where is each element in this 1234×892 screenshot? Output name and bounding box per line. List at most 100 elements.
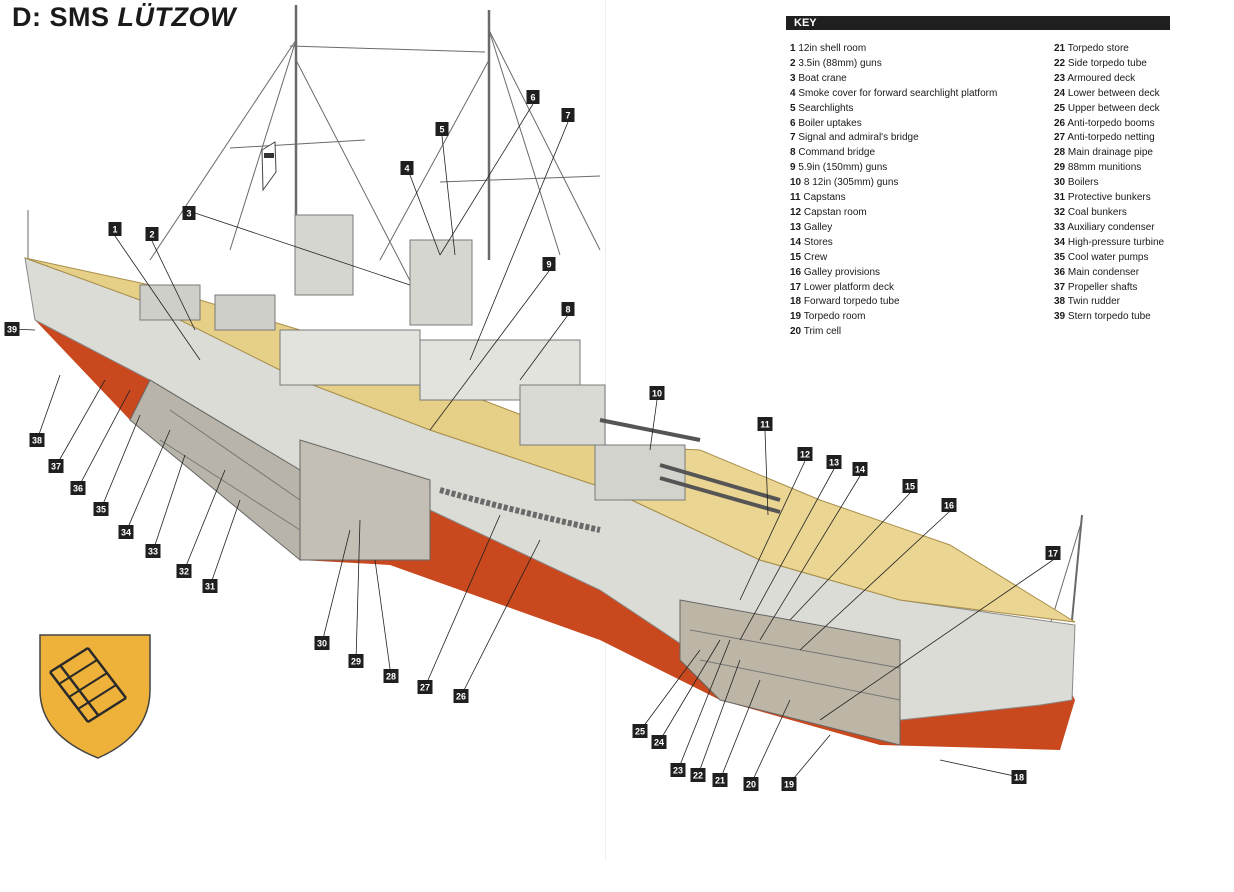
key-entry-text: 5.9in (150mm) guns xyxy=(795,162,888,174)
key-entry-number: 32 xyxy=(1054,206,1066,218)
callout-16: 16 xyxy=(941,498,957,512)
callout-box xyxy=(941,498,957,512)
key-entry-number: 14 xyxy=(790,236,802,248)
key-entry-number: 8 xyxy=(790,147,796,159)
aft-turret-2 xyxy=(214,294,276,331)
key-entry-text: Upper between deck xyxy=(1065,102,1160,114)
callout-number: 35 xyxy=(96,504,106,514)
callout-25: 25 xyxy=(632,724,648,738)
key-entry-number: 2 xyxy=(790,57,796,69)
page-title: D: SMS LÜTZOW xyxy=(12,2,236,33)
callout-box xyxy=(314,636,330,650)
key-entry: 18 Forward torpedo tube xyxy=(790,295,997,310)
callout-29: 29 xyxy=(348,654,364,668)
callout-17: 17 xyxy=(1045,546,1061,560)
callout-box xyxy=(902,479,918,493)
key-entry: 29 88mm munitions xyxy=(1054,161,1164,176)
callout-number: 5 xyxy=(439,124,444,134)
interior-cutaways xyxy=(129,379,901,746)
key-entry-text: High-pressure turbine xyxy=(1065,236,1165,248)
key-entry: 10 8 12in (305mm) guns xyxy=(790,176,997,191)
key-entry: 34 High-pressure turbine xyxy=(1054,236,1164,251)
key-entry-text: Protective bunkers xyxy=(1065,192,1151,204)
callout-number: 36 xyxy=(73,483,83,493)
key-entry-number: 6 xyxy=(790,117,796,129)
callout-box xyxy=(649,386,665,400)
key-entry: 1 12in shell room xyxy=(790,42,997,57)
key-entry-number: 10 xyxy=(790,177,802,189)
key-entry: 16 Galley provisions xyxy=(790,266,997,281)
key-entry: 39 Stern torpedo tube xyxy=(1054,310,1164,325)
callout-number: 17 xyxy=(1048,548,1058,558)
callout-number: 7 xyxy=(565,110,570,120)
aft-superstructure xyxy=(279,329,421,386)
ensign-flag-icon xyxy=(261,141,277,192)
key-entry: 22 Side torpedo tube xyxy=(1054,57,1164,72)
callout-24: 24 xyxy=(651,735,667,749)
forward-turret xyxy=(594,444,686,501)
callout-box xyxy=(757,417,773,431)
callout-1: 1 xyxy=(108,222,122,236)
key-entry-text: 12in shell room xyxy=(795,43,867,54)
callout-number: 28 xyxy=(386,671,396,681)
key-entry-text: 88mm munitions xyxy=(1065,162,1142,174)
key-entry-number: 9 xyxy=(790,162,796,174)
key-entry-number: 3 xyxy=(790,72,796,84)
key-entry-number: 21 xyxy=(1054,43,1066,54)
callout-box xyxy=(651,735,667,749)
callout-number: 33 xyxy=(148,546,158,556)
key-entry-number: 15 xyxy=(790,251,802,263)
callout-number: 30 xyxy=(317,638,327,648)
masts-and-rigging xyxy=(27,5,1083,626)
callout-box xyxy=(690,768,706,782)
callout-3: 3 xyxy=(182,206,196,220)
key-entry-text: Stores xyxy=(801,236,833,248)
callout-number: 25 xyxy=(635,726,645,736)
callout-32: 32 xyxy=(176,564,192,578)
callout-30: 30 xyxy=(314,636,330,650)
ensign-flag-stripe xyxy=(264,153,274,158)
key-entry: 12 Capstan room xyxy=(790,206,997,221)
key-entry: 31 Protective bunkers xyxy=(1054,191,1164,206)
key-entry: 3 Boat crane xyxy=(790,72,997,87)
ship-crest xyxy=(39,634,151,759)
callout-number: 37 xyxy=(51,461,61,471)
callout-box xyxy=(417,680,433,694)
key-entry-number: 26 xyxy=(1054,117,1066,129)
funnel-aft xyxy=(294,214,354,296)
callout-box xyxy=(670,763,686,777)
crest-shield xyxy=(39,634,151,759)
key-entry: 17 Lower platform deck xyxy=(790,281,997,296)
callout-box xyxy=(826,455,842,469)
key-entry-number: 7 xyxy=(790,132,796,144)
callout-box xyxy=(561,108,575,122)
key-entry: 6 Boiler uptakes xyxy=(790,117,997,132)
callout-number: 27 xyxy=(420,682,430,692)
key-entry-number: 27 xyxy=(1054,132,1066,144)
forecastle-deck xyxy=(599,444,1076,623)
callout-box xyxy=(182,206,196,220)
key-entry: 24 Lower between deck xyxy=(1054,87,1164,102)
callout-number: 15 xyxy=(905,481,915,491)
key-entry-number: 35 xyxy=(1054,251,1066,263)
callout-box xyxy=(542,257,556,271)
key-entry-text: Anti-torpedo netting xyxy=(1065,132,1155,144)
key-entry-text: Propeller shafts xyxy=(1065,281,1138,293)
key-entry-text: Galley xyxy=(801,221,833,233)
callout-26: 26 xyxy=(453,689,469,703)
key-entry-number: 16 xyxy=(790,266,802,278)
key-entry-text: Trim cell xyxy=(801,326,842,338)
callout-box xyxy=(561,302,575,316)
key-entry-number: 28 xyxy=(1054,147,1066,159)
callout-6: 6 xyxy=(526,90,540,104)
callout-number: 2 xyxy=(149,229,154,239)
key-entry: 30 Boilers xyxy=(1054,176,1164,191)
key-entry-text: Auxiliary condenser xyxy=(1065,221,1155,233)
callout-12: 12 xyxy=(797,447,813,461)
callout-number: 32 xyxy=(179,566,189,576)
key-entry: 2 3.5in (88mm) guns xyxy=(790,57,997,72)
key-entry-text: Smoke cover for forward searchlight plat… xyxy=(795,87,998,99)
callout-box xyxy=(70,481,86,495)
